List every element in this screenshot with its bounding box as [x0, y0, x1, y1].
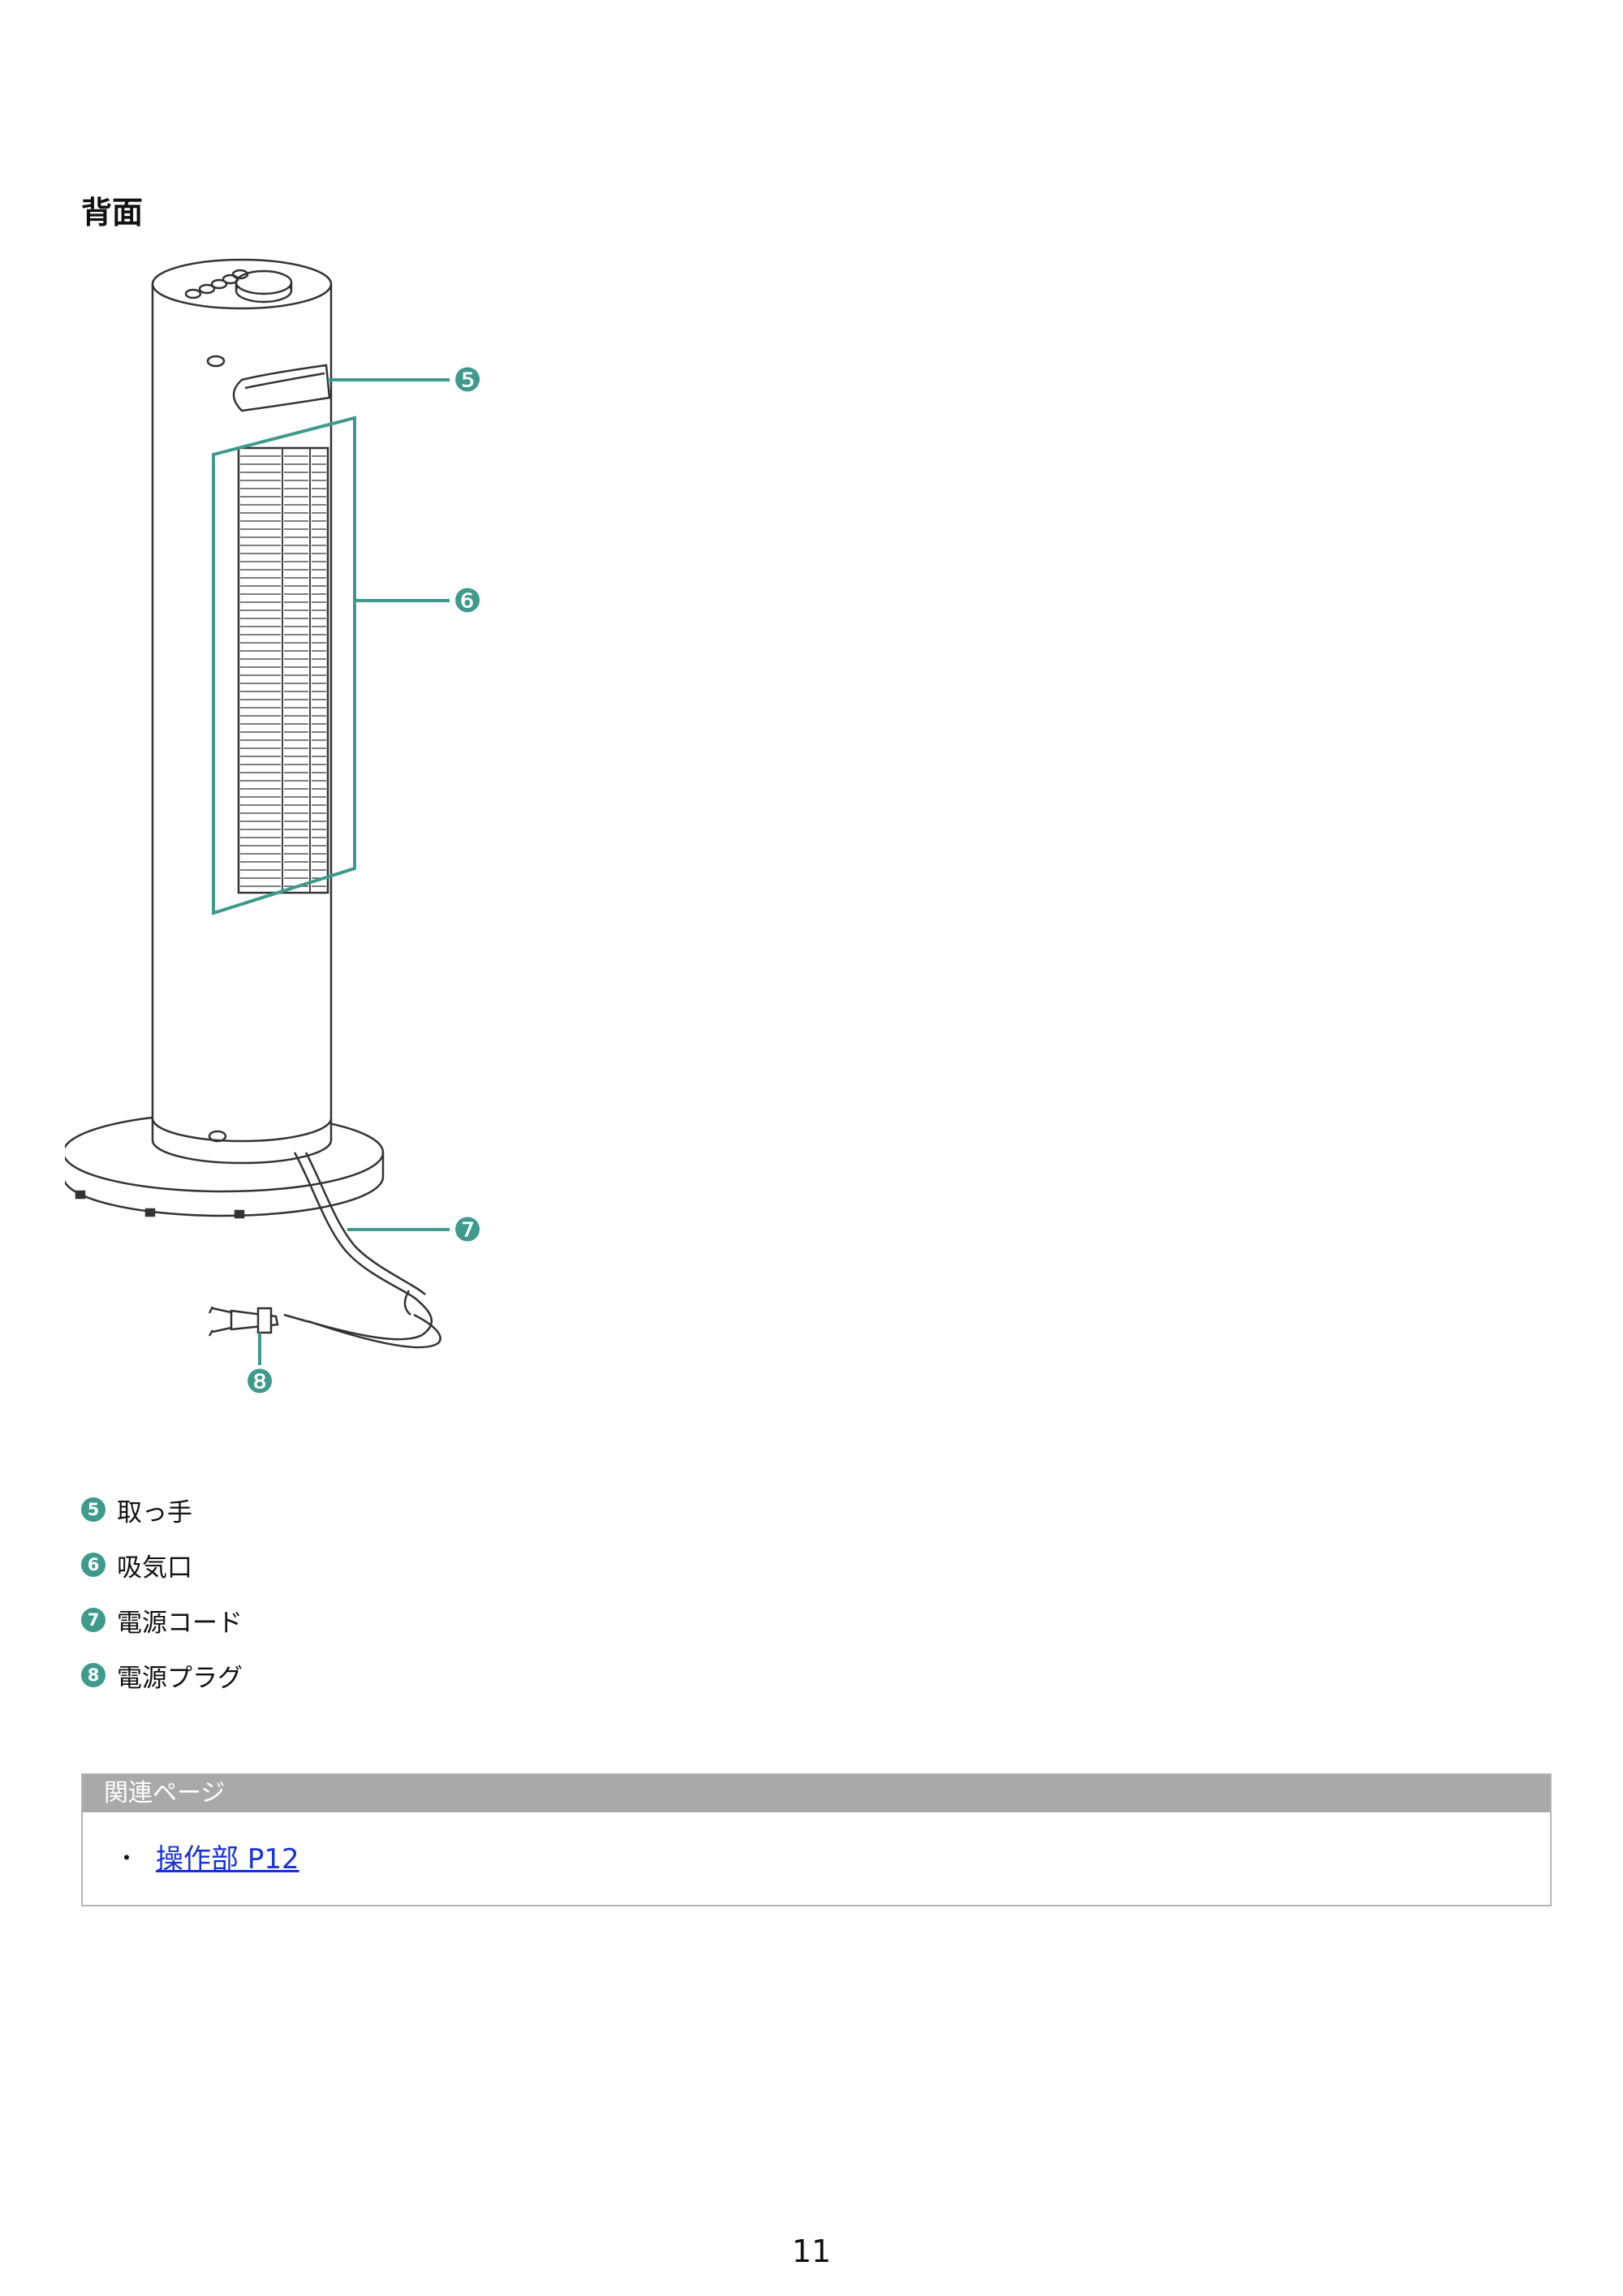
related-pages-heading: 関連ページ: [83, 1775, 1550, 1812]
legend-item: 7 電源コード: [81, 1604, 243, 1638]
page-number: 11: [791, 2234, 832, 2269]
related-page-link[interactable]: 操作部 P12: [156, 1843, 299, 1876]
number-badge: 8: [81, 1663, 105, 1687]
legend-label: 電源プラグ: [117, 1663, 243, 1693]
related-pages-box: 関連ページ ・ 操作部 P12: [81, 1773, 1552, 1906]
legend-label: 電源コード: [117, 1608, 243, 1638]
number-badge: 7: [81, 1608, 105, 1632]
callout-7: ❼: [453, 1212, 482, 1249]
number-badge: 6: [81, 1553, 105, 1577]
legend-label: 取っ手: [117, 1497, 192, 1527]
legend-item: 6 吸気口: [81, 1549, 243, 1583]
related-pages-list: ・ 操作部 P12: [83, 1837, 1550, 1876]
intake-grille-slats: [240, 455, 326, 887]
parts-legend: 5 取っ手 6 吸気口 7 電源コード 8 電源プラグ: [81, 1493, 243, 1714]
legend-label: 吸気口: [117, 1553, 192, 1583]
related-page-item: ・ 操作部 P12: [115, 1837, 1550, 1876]
bullet: ・: [115, 1844, 139, 1872]
callout-8: ❽: [245, 1363, 274, 1396]
number-badge: 5: [81, 1497, 105, 1522]
section-title: 背面: [81, 195, 144, 230]
legend-item: 5 取っ手: [81, 1493, 243, 1527]
callout-5: ❺: [453, 362, 482, 399]
legend-item: 8 電源プラグ: [81, 1659, 243, 1693]
callout-6: ❻: [453, 583, 482, 620]
tower-fan-rear-illustration: ❺ ❻ ❼ ❽: [65, 258, 482, 1396]
